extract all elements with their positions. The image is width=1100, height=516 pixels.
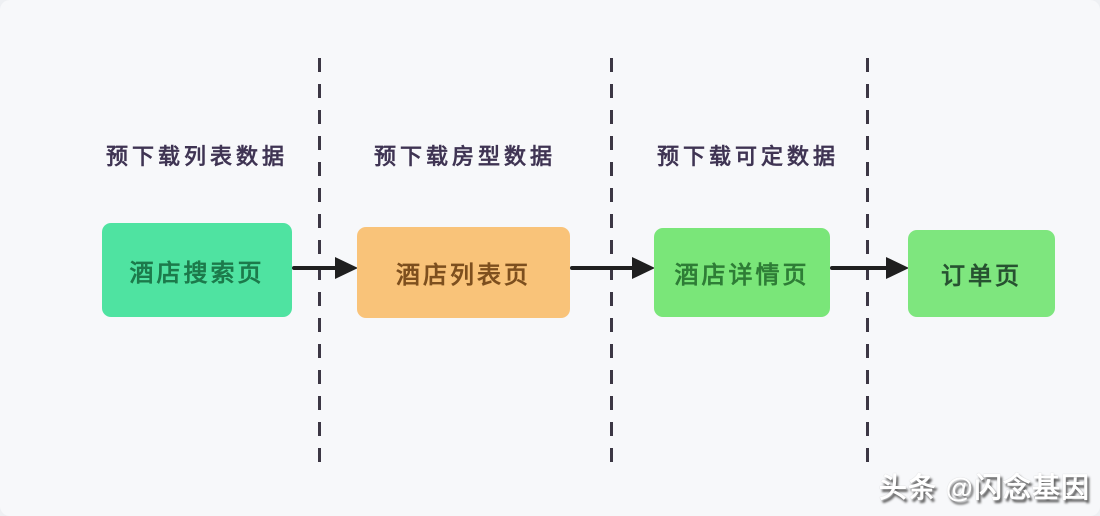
node-label: 酒店详情页 [674,262,810,289]
arrow-head [632,257,655,279]
stage-label-preload-roomtype-data: 预下载房型数据 [373,144,556,169]
node-label: 酒店搜索页 [129,259,265,287]
node-order-page: 订单页 [908,230,1055,317]
stage-divider-2 [610,58,613,462]
node-hotel-detail-page: 酒店详情页 [654,228,830,317]
arrow-head [886,257,909,279]
stage-label-preload-bookable-data: 预下载可定数据 [656,144,839,169]
arrow-icon [570,252,655,284]
node-label: 订单页 [941,263,1022,290]
node-label: 酒店列表页 [396,262,531,289]
arrow-shaft [830,266,893,270]
node-hotel-list-page: 酒店列表页 [357,227,570,318]
arrow-head [335,257,358,279]
stage-divider-1 [318,58,321,462]
watermark: 头条 @闪念基因 [878,472,1090,503]
stage-label-preload-list-data: 预下载列表数据 [105,144,288,169]
stage-divider-3 [866,58,869,462]
arrow-shaft [292,266,342,270]
arrow-icon [830,252,909,284]
arrow-icon [292,252,358,284]
arrow-shaft [570,266,639,270]
node-hotel-search-page: 酒店搜索页 [102,223,292,317]
